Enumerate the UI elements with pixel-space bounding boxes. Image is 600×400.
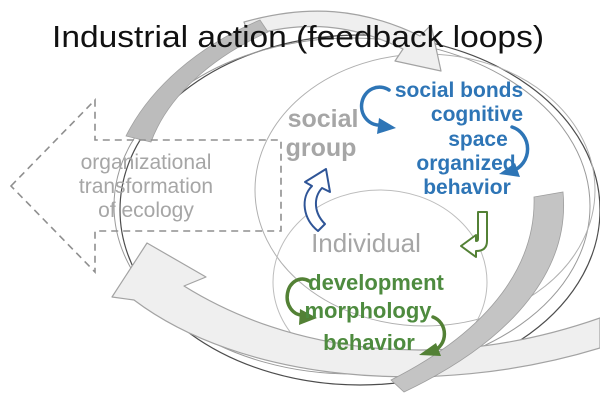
ecology-transformation-arrow <box>9 98 282 274</box>
left-arrow-label-line3: of ecology <box>98 199 194 222</box>
social-group-label-line1: social <box>288 105 359 133</box>
bottom-loop-arrow-icon <box>111 242 600 378</box>
social-item-social-bonds: social bonds <box>395 79 523 102</box>
individual-item-behavior: behavior <box>323 330 415 355</box>
individual-label: Individual <box>311 228 421 258</box>
individual-item-development: development <box>308 270 444 295</box>
top-left-loop-band-icon <box>125 19 269 143</box>
social-cycle-arrow-right-icon <box>499 125 530 177</box>
individual-cycle-arrow-left-icon <box>285 277 317 325</box>
social-item-space: space <box>448 128 508 151</box>
right-loop-band-icon <box>390 191 565 393</box>
social-item-behavior: behavior <box>423 176 511 199</box>
left-arrow-label-line1: organizational <box>81 151 212 174</box>
top-loop-arrow-icon <box>243 10 442 72</box>
social-cycle-arrow-left-icon <box>359 85 396 134</box>
diagram-title: Industrial action (feedback loops) <box>52 19 544 54</box>
social-group-label-line2: group <box>286 134 357 162</box>
left-arrow-label-line2: transformation <box>79 175 213 198</box>
individual-to-group-arrow-icon <box>303 168 331 232</box>
group-to-individual-arrow-icon <box>460 211 488 258</box>
individual-item-morphology: morphology <box>304 298 432 323</box>
social-item-cognitive: cognitive <box>431 103 523 126</box>
social-item-organized: organized <box>416 152 515 175</box>
outer-loop-ellipse-dark <box>119 34 600 386</box>
individual-cycle-arrow-right-icon <box>419 315 447 356</box>
